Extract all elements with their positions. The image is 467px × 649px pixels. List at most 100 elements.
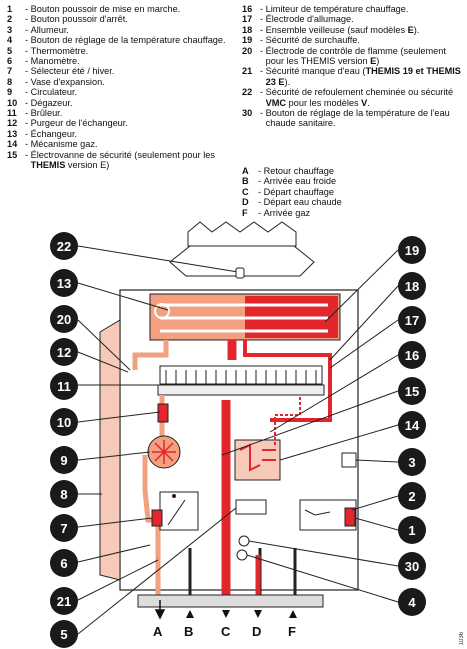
svg-text:5: 5 <box>60 627 67 642</box>
svg-text:8: 8 <box>60 487 67 502</box>
callout-6: 6 <box>50 549 78 577</box>
heat-exchanger <box>149 293 341 341</box>
svg-text:22: 22 <box>57 239 71 254</box>
svg-text:3: 3 <box>408 455 415 470</box>
callout-3: 3 <box>398 448 426 476</box>
svg-text:9: 9 <box>60 453 67 468</box>
callout-20: 20 <box>50 305 78 333</box>
connection-A: A- Retour chauffage <box>242 166 334 176</box>
bottom-pipes <box>137 548 324 608</box>
legend-item-3: 3- Allumeur. <box>7 24 69 35</box>
legend-item-17: 17- Électrode d'allumage. <box>242 14 354 25</box>
vmc-safety-icon <box>235 267 245 279</box>
thermometer-selector <box>151 491 199 531</box>
gas-mechanism <box>234 439 281 481</box>
legend-item-21: 21- Sécurité manque d'eau (THEMIS 19 et … <box>242 66 461 87</box>
legend-item-9: 9- Circulateur. <box>7 87 78 98</box>
connection-F: F- Arrivée gaz <box>242 207 311 218</box>
callout-22: 22 <box>50 232 78 260</box>
legend-item-8: 8- Vase d'expansion. <box>7 76 105 87</box>
callout-8: 8 <box>50 480 78 508</box>
flow-pipe <box>221 340 237 600</box>
legend-item-18: 18- Ensemble veilleuse (sauf modèles E). <box>242 24 420 35</box>
callout-15: 15 <box>398 377 426 405</box>
heating-knob <box>236 549 248 561</box>
legend-item-1: 1- Bouton poussoir de mise en marche. <box>7 4 181 14</box>
svg-text:16: 16 <box>405 348 419 363</box>
callout-4: 4 <box>398 588 426 616</box>
hot-loop-pipe <box>243 340 332 422</box>
callout-5: 5 <box>50 620 78 648</box>
svg-text:13: 13 <box>57 276 71 291</box>
legend-item-20: 20- Électrode de contrôle de flamme (seu… <box>242 45 446 67</box>
legend-item-22: 22- Sécurité de refoulement cheminée ou … <box>242 87 454 108</box>
connections-legend: A- Retour chauffage B- Arrivée eau froid… <box>242 166 342 218</box>
degasser <box>157 403 169 423</box>
figure-code: 1036 <box>459 631 465 645</box>
legend-item-4: 4- Bouton de réglage de la température c… <box>7 35 226 46</box>
callout-2: 2 <box>398 482 426 510</box>
connection-C: C- Départ chauffage <box>242 186 334 197</box>
manometer <box>235 499 267 515</box>
legend-item-6: 6- Manomètre. <box>7 56 80 67</box>
svg-text:2: 2 <box>408 489 415 504</box>
svg-text:7: 7 <box>60 521 67 536</box>
legend-item-11: 11- Brûleur. <box>7 108 63 119</box>
svg-text:12: 12 <box>57 345 71 360</box>
callout-7: 7 <box>50 514 78 542</box>
pipe-label-C: C <box>221 624 231 639</box>
callout-11: 11 <box>50 372 78 400</box>
pipe-label-F: F <box>288 624 296 639</box>
pipe-arrows <box>154 600 297 620</box>
callout-13: 13 <box>50 269 78 297</box>
callout-18: 18 <box>398 272 426 300</box>
legend-item-7: 7- Sélecteur été / hiver. <box>7 66 115 77</box>
svg-text:11: 11 <box>57 379 71 394</box>
callout-16: 16 <box>398 341 426 369</box>
svg-text:1: 1 <box>408 523 415 538</box>
legend-item-14: 14- Mécanisme gaz. <box>7 139 98 150</box>
legend-item-13: 13- Échangeur. <box>7 128 78 139</box>
legend-item-2: 2- Bouton poussoir d'arrêt. <box>7 14 128 25</box>
svg-text:30: 30 <box>405 559 419 574</box>
dhw-knob <box>238 535 250 547</box>
svg-text:10: 10 <box>57 415 71 430</box>
legend-item-15: 15- Électrovanne de sécurité (seulement … <box>7 149 215 171</box>
svg-text:14: 14 <box>405 418 420 433</box>
legend-item-12: 12- Purgeur de l'échangeur. <box>7 118 128 129</box>
svg-text:15: 15 <box>405 384 419 399</box>
callout-10: 10 <box>50 408 78 436</box>
svg-text:4: 4 <box>408 595 416 610</box>
expansion-vessel <box>99 319 121 581</box>
legend-item-10: 10- Dégazeur. <box>7 97 73 108</box>
svg-text:21: 21 <box>57 594 71 609</box>
legend-item-16: 16- Limiteur de température chauffage. <box>242 4 409 14</box>
legend-right: 16- Limiteur de température chauffage. 1… <box>242 4 464 129</box>
pipe-label-B: B <box>184 624 193 639</box>
circulator <box>147 435 181 469</box>
ignitor <box>341 452 357 468</box>
callout-19: 19 <box>398 236 426 264</box>
legend-item-5: 5- Thermomètre. <box>7 45 89 56</box>
callout-14: 14 <box>398 411 426 439</box>
leader-lines <box>77 245 399 635</box>
legend-item-30: 30- Bouton de réglage de la température … <box>242 108 450 129</box>
legend-left: 1- Bouton poussoir de mise en marche. 2-… <box>7 4 232 171</box>
burner <box>157 365 325 396</box>
callout-17: 17 <box>398 306 426 334</box>
pilot-tube <box>274 395 301 445</box>
flue-hood <box>169 221 315 277</box>
svg-text:17: 17 <box>405 313 419 328</box>
pipe-label-D: D <box>252 624 261 639</box>
callout-21: 21 <box>50 587 78 615</box>
svg-text:6: 6 <box>60 556 67 571</box>
pipe-label-A: A <box>153 624 163 639</box>
control-panel <box>299 499 357 531</box>
connection-D: D- Départ eau chaude <box>242 197 342 208</box>
legend-item-19: 19- Sécurité de surchauffe. <box>242 35 360 46</box>
svg-text:18: 18 <box>405 279 419 294</box>
callout-1: 1 <box>398 516 426 544</box>
callout-30: 30 <box>398 552 426 580</box>
svg-text:20: 20 <box>57 312 71 327</box>
